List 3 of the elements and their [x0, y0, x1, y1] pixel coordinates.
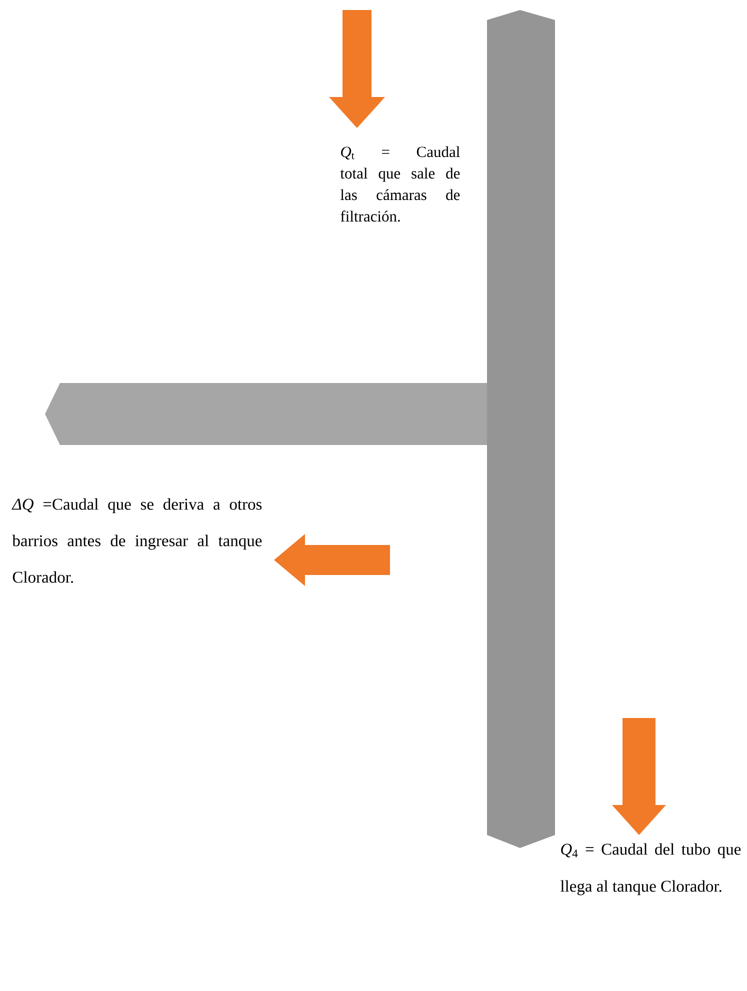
description-text: Q$_{t}$ = Caudal total que sale de las cámaras de filtración. — [340, 146, 460, 222]
description-text: Q$_{4}$ = Caudal del tubo que llega al tanque Clorador. — [560, 843, 741, 896]
description-text: ΔQ =Caudal que se deriva a otros barrios antes de ingresar al tanque Clorador. — [12, 498, 262, 583]
